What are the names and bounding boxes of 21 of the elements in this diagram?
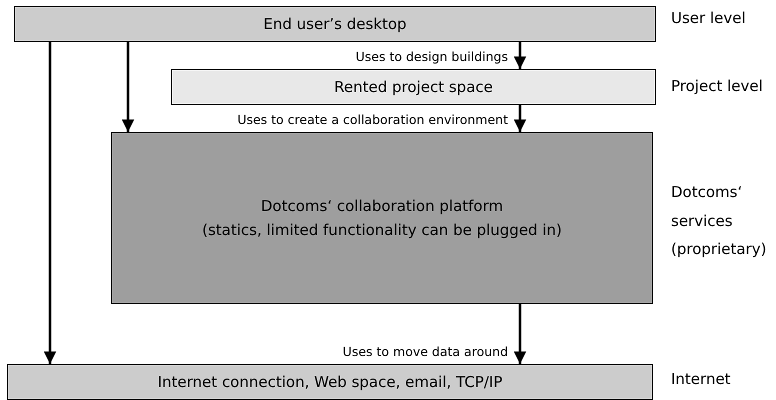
arrow	[514, 105, 526, 132]
level-bar	[171, 69, 656, 105]
arrow	[514, 304, 526, 364]
arrow	[514, 42, 526, 69]
level-label: Dotcoms‘ services (proprietary)	[671, 182, 768, 260]
node-text: End user’s desktop	[263, 14, 407, 35]
platform-box	[111, 132, 653, 304]
arrow	[44, 42, 56, 364]
level-label: Internet	[671, 370, 731, 388]
node-text: (statics, limited functionality can be plugged in)	[202, 220, 562, 241]
level-label: Project level	[671, 77, 763, 95]
arrow	[122, 42, 134, 132]
edge-label: Uses to design buildings	[354, 49, 510, 64]
node-text: Internet connection, Web space, email, TCP/IP	[158, 372, 502, 393]
node-text: Dotcoms‘ collaboration platform	[260, 196, 504, 217]
node-text: Rented project space	[334, 77, 493, 98]
level-bar	[7, 364, 653, 400]
edge-label: Uses to move data around	[340, 344, 510, 359]
edge-label: Uses to create a collaboration environment	[235, 112, 510, 127]
level-bar	[14, 6, 656, 42]
level-label: User level	[671, 9, 746, 27]
